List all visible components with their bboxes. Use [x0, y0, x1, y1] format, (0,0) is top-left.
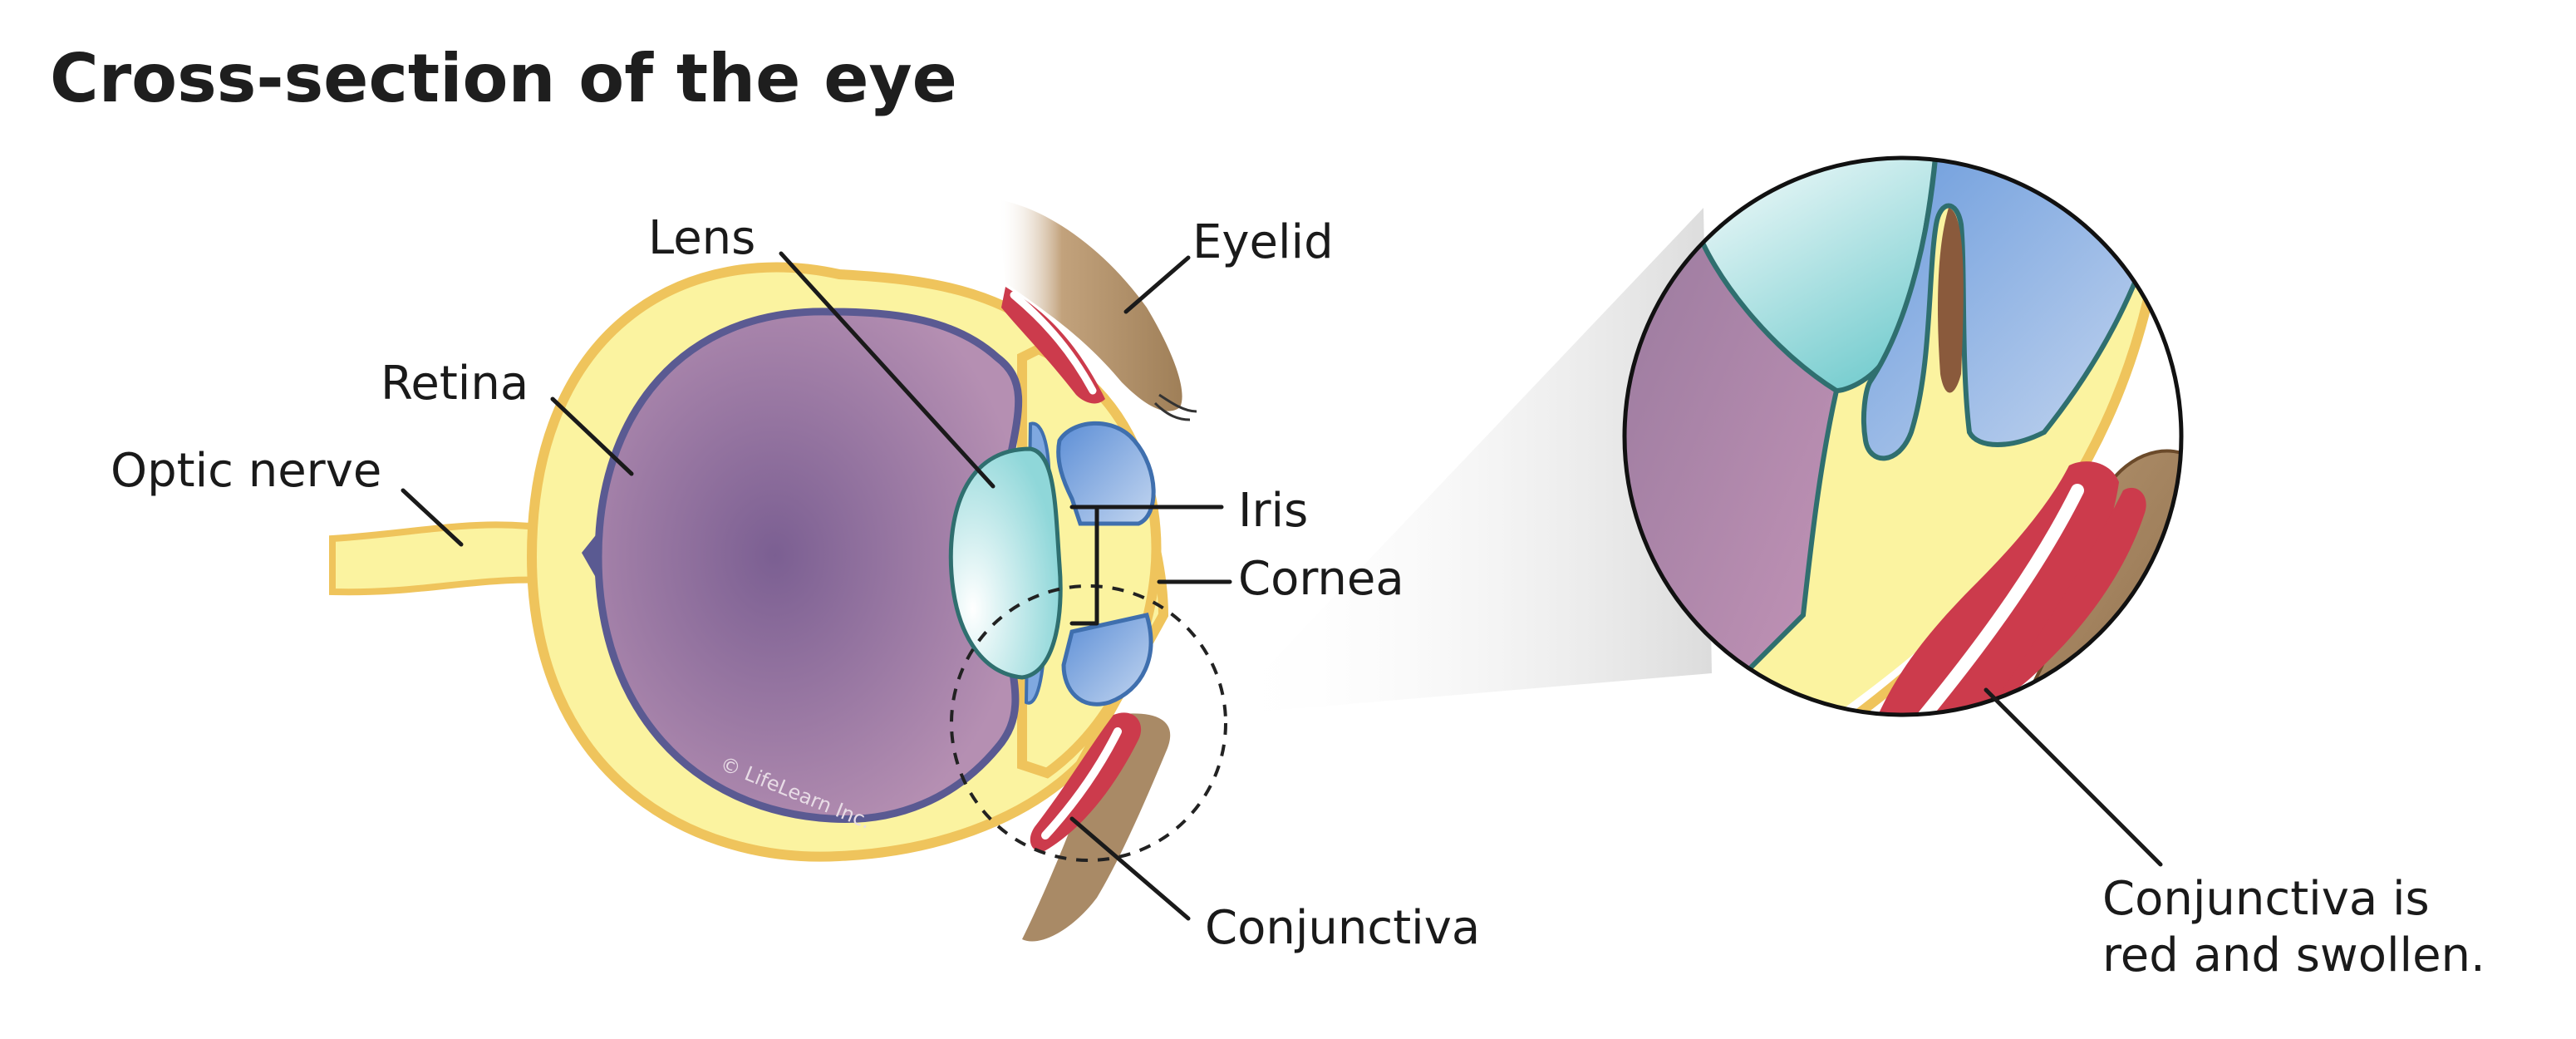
- eyelid-leader: [1123, 255, 1191, 314]
- magnify-region-circle: [950, 584, 1227, 862]
- label-optic-nerve: Optic nerve: [111, 444, 381, 498]
- eyelashes-shape: [1153, 393, 1197, 421]
- label-retina: Retina: [381, 357, 528, 411]
- zoom-circle-border: [1622, 155, 2184, 717]
- optic-disc-shape: [582, 532, 598, 582]
- vitreous-shape: [594, 308, 1023, 824]
- zoom-cone: [1222, 208, 1712, 715]
- lower-conjunctiva-highlight: [1041, 727, 1122, 840]
- zoom-detail-group: [1625, 158, 2181, 715]
- label-lens: Lens: [648, 211, 755, 265]
- callout-line-1: Conjunctiva is: [2102, 872, 2430, 926]
- upper-conjunctiva-highlight: [1010, 291, 1097, 395]
- label-conjunctiva: Conjunctiva: [1205, 901, 1480, 955]
- page-title: Cross-section of the eye: [50, 40, 957, 117]
- optic-nerve-leader: [401, 488, 464, 547]
- retina-leader: [550, 396, 634, 476]
- label-iris: Iris: [1238, 484, 1308, 538]
- label-eyelid: Eyelid: [1192, 215, 1334, 269]
- lens-shape: [948, 446, 1063, 680]
- iris-lower-shape: [1061, 613, 1153, 707]
- conjunctiva-leader: [1069, 816, 1191, 921]
- lower-eyelid-shape: [1022, 713, 1171, 942]
- iris-leader: [1069, 505, 1224, 626]
- lens-leader: [779, 251, 995, 489]
- label-cornea: Cornea: [1238, 552, 1404, 606]
- upper-eyelid-shape: [997, 199, 1182, 411]
- iris-upper-shape: [1056, 421, 1156, 526]
- callout-line-2: red and swollen.: [2102, 928, 2485, 982]
- callout-leader: [1984, 687, 2163, 867]
